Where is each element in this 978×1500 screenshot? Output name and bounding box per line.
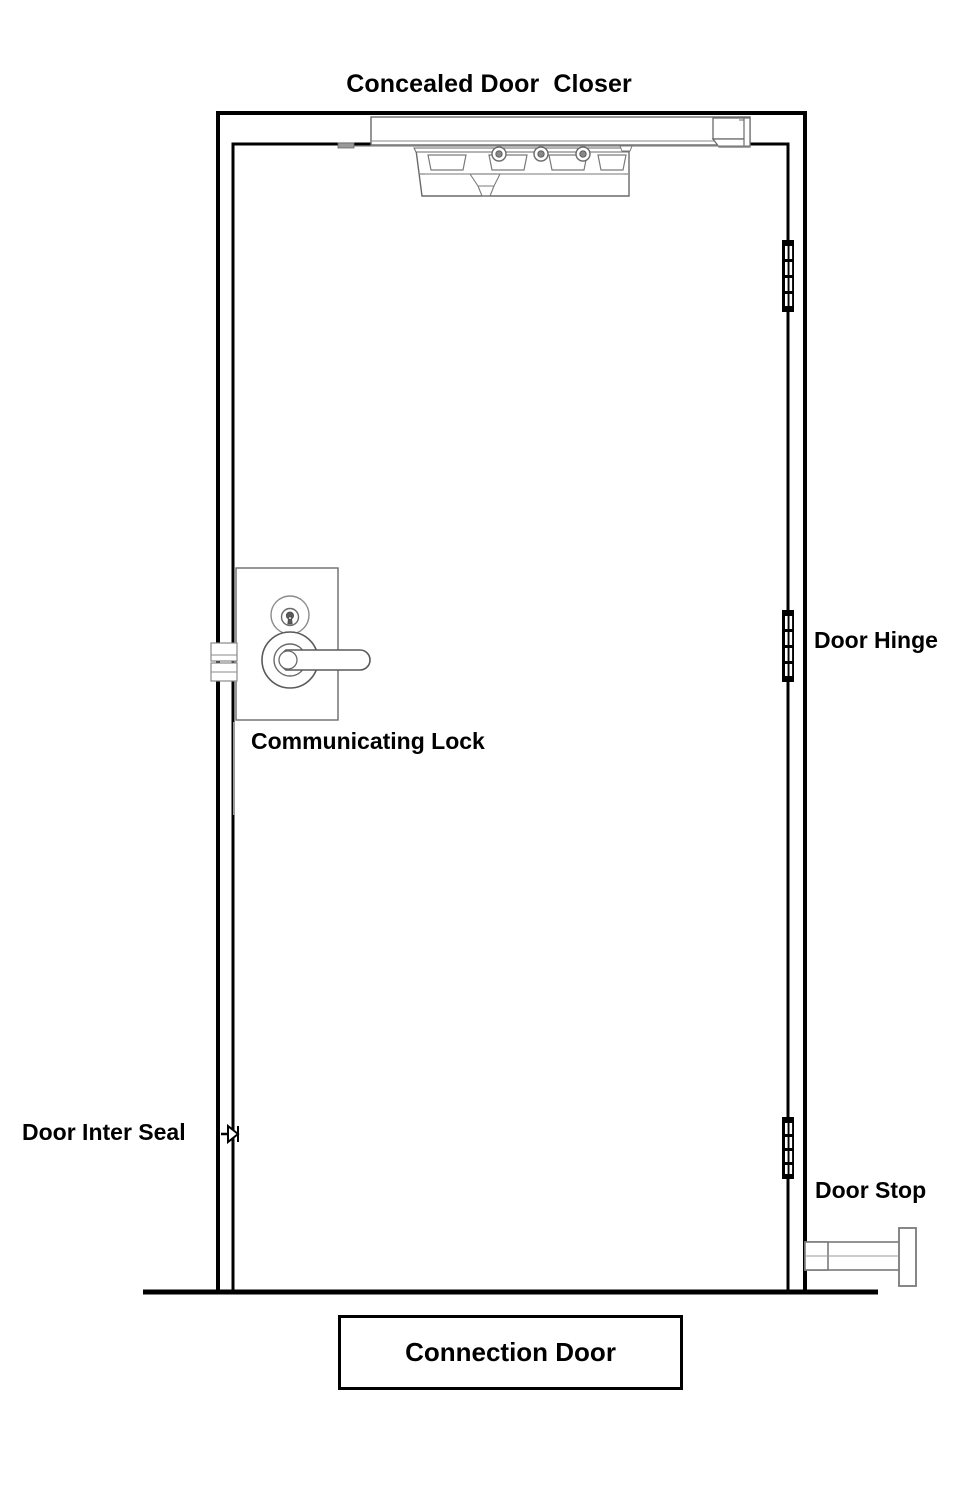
- door-hinge-bottom: [782, 1117, 794, 1179]
- lock-lever-handle: [261, 631, 371, 689]
- door-hinge-middle: [782, 610, 794, 682]
- lock-latch-plate: [210, 642, 238, 682]
- communicating-lock: [210, 567, 371, 815]
- diagram-title: Concealed Door Closer: [346, 70, 632, 98]
- closer-arm-bar: [337, 142, 750, 149]
- caption-text: Connection Door: [405, 1337, 616, 1367]
- door-hinge-label: Door Hinge: [814, 627, 938, 653]
- lock-cylinder-icon: [270, 595, 310, 635]
- door-inter-seal: [221, 1123, 240, 1145]
- concealed-door-closer: [337, 116, 751, 197]
- communicating-lock-label: Communicating Lock: [251, 728, 485, 754]
- closer-fixing-screw: [491, 146, 507, 162]
- caption-box: Connection Door: [338, 1315, 683, 1390]
- door-stop-label: Door Stop: [815, 1177, 927, 1203]
- door-stop: [804, 1227, 917, 1287]
- closer-fixing-screw: [533, 146, 549, 162]
- door-frame-outline: [216, 111, 807, 1292]
- door-inter-seal-label: Door Inter Seal: [22, 1119, 186, 1145]
- closer-slider-block: [711, 117, 751, 148]
- closer-body: [413, 145, 633, 197]
- door-hinge-top: [782, 240, 794, 312]
- closer-fixing-screw: [575, 146, 591, 162]
- closer-track: [370, 116, 751, 146]
